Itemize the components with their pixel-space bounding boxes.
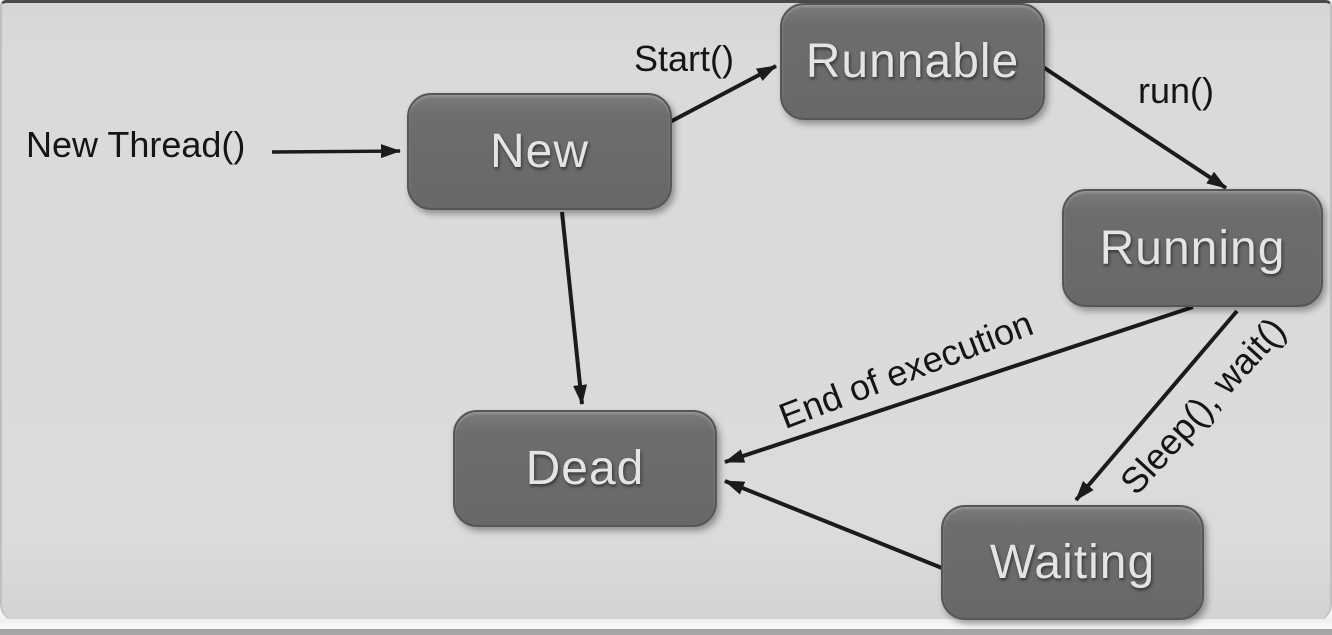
edge-label-new-thread: New Thread() [26, 124, 246, 165]
state-node-dead: Dead [453, 410, 717, 527]
edge-label-run: run() [1138, 70, 1215, 111]
state-node-waiting: Waiting [941, 505, 1204, 620]
state-node-runnable: Runnable [780, 3, 1045, 120]
page-bottom-bar [0, 629, 1332, 635]
edge-label-start: Start() [634, 38, 735, 79]
state-node-running: Running [1062, 189, 1323, 307]
state-node-new: New [407, 93, 672, 210]
slide-bottom-edge [0, 619, 1332, 629]
